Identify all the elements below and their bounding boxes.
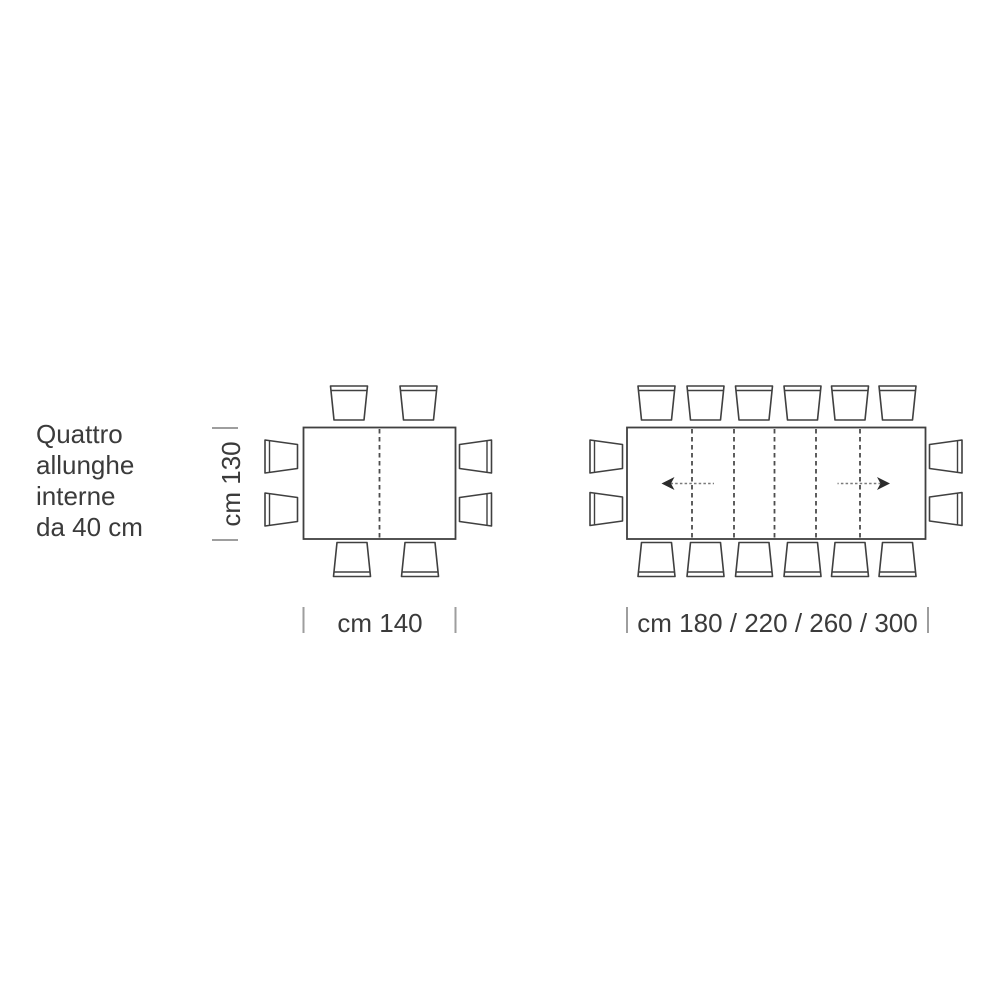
chair-outline: [264, 439, 299, 474]
chair-outline: [878, 541, 917, 578]
chair-outline: [637, 541, 676, 578]
chair-outline: [734, 385, 774, 421]
chair-right: [458, 439, 493, 474]
chair-outline: [589, 439, 624, 474]
chair-outline: [458, 439, 493, 474]
extended-width-dimension: cm 180 / 220 / 260 / 300: [626, 607, 929, 638]
chair-outline: [783, 385, 822, 421]
note-line-3: interne: [36, 481, 116, 511]
chair-outline: [830, 541, 870, 578]
chair-left: [589, 491, 624, 527]
closed-table-top: [302, 426, 457, 540]
closed-table-diagram: [264, 385, 493, 578]
extended-width-label: cm 180 / 220 / 260 / 300: [637, 608, 917, 638]
note-line-2: allunghe: [36, 450, 134, 480]
chair-top: [399, 385, 438, 421]
chair-right: [928, 491, 963, 527]
chair-right: [458, 492, 493, 527]
closed-table-chairs: [264, 385, 493, 578]
chair-top: [637, 385, 676, 421]
chair-outline: [458, 492, 493, 527]
chair-bottom: [830, 541, 870, 578]
chair-bottom: [878, 541, 917, 578]
chair-outline: [734, 541, 774, 578]
chair-bottom: [332, 541, 372, 578]
extended-table-leaf-dividers: [691, 429, 861, 538]
chair-bottom: [783, 541, 822, 578]
chair-bottom: [686, 541, 725, 578]
chair-outline: [332, 541, 372, 578]
arrow-head-left: [661, 477, 675, 490]
chair-top: [878, 385, 917, 421]
note-line-1: Quattro: [36, 419, 123, 449]
closed-width-label: cm 140: [337, 608, 422, 638]
chair-outline: [878, 385, 917, 421]
arrow-head-right: [877, 477, 890, 490]
chair-bottom: [637, 541, 676, 578]
chair-bottom: [734, 541, 774, 578]
chair-left: [589, 439, 624, 474]
chair-top: [783, 385, 822, 421]
chair-outline: [783, 541, 822, 578]
chair-outline: [637, 385, 676, 421]
chair-outline: [928, 491, 963, 527]
extension-arrow-left: [661, 477, 714, 490]
closed-width-dimension: cm 140: [302, 607, 457, 638]
chair-bottom: [400, 541, 440, 578]
chair-top: [734, 385, 774, 421]
chair-outline: [589, 491, 624, 527]
note-line-4: da 40 cm: [36, 512, 143, 542]
chair-left: [264, 492, 299, 527]
chair-outline: [928, 439, 963, 474]
chair-outline: [264, 492, 299, 527]
depth-dimension: cm 130: [212, 427, 246, 541]
extension-arrow-right: [837, 477, 890, 490]
extended-table-diagram: [589, 385, 963, 578]
chair-left: [264, 439, 299, 474]
chair-top: [686, 385, 725, 421]
chair-outline: [400, 541, 440, 578]
chair-top: [329, 385, 369, 421]
extension-arrows: [661, 477, 890, 490]
chair-top: [830, 385, 870, 421]
chair-outline: [686, 541, 725, 578]
chair-right: [928, 439, 963, 474]
chair-outline: [399, 385, 438, 421]
depth-dimension-label: cm 130: [216, 441, 246, 526]
chair-outline: [830, 385, 870, 421]
chair-outline: [329, 385, 369, 421]
chair-outline: [686, 385, 725, 421]
extended-table-chairs: [589, 385, 963, 578]
note-text: Quattro allunghe interne da 40 cm: [36, 419, 143, 542]
